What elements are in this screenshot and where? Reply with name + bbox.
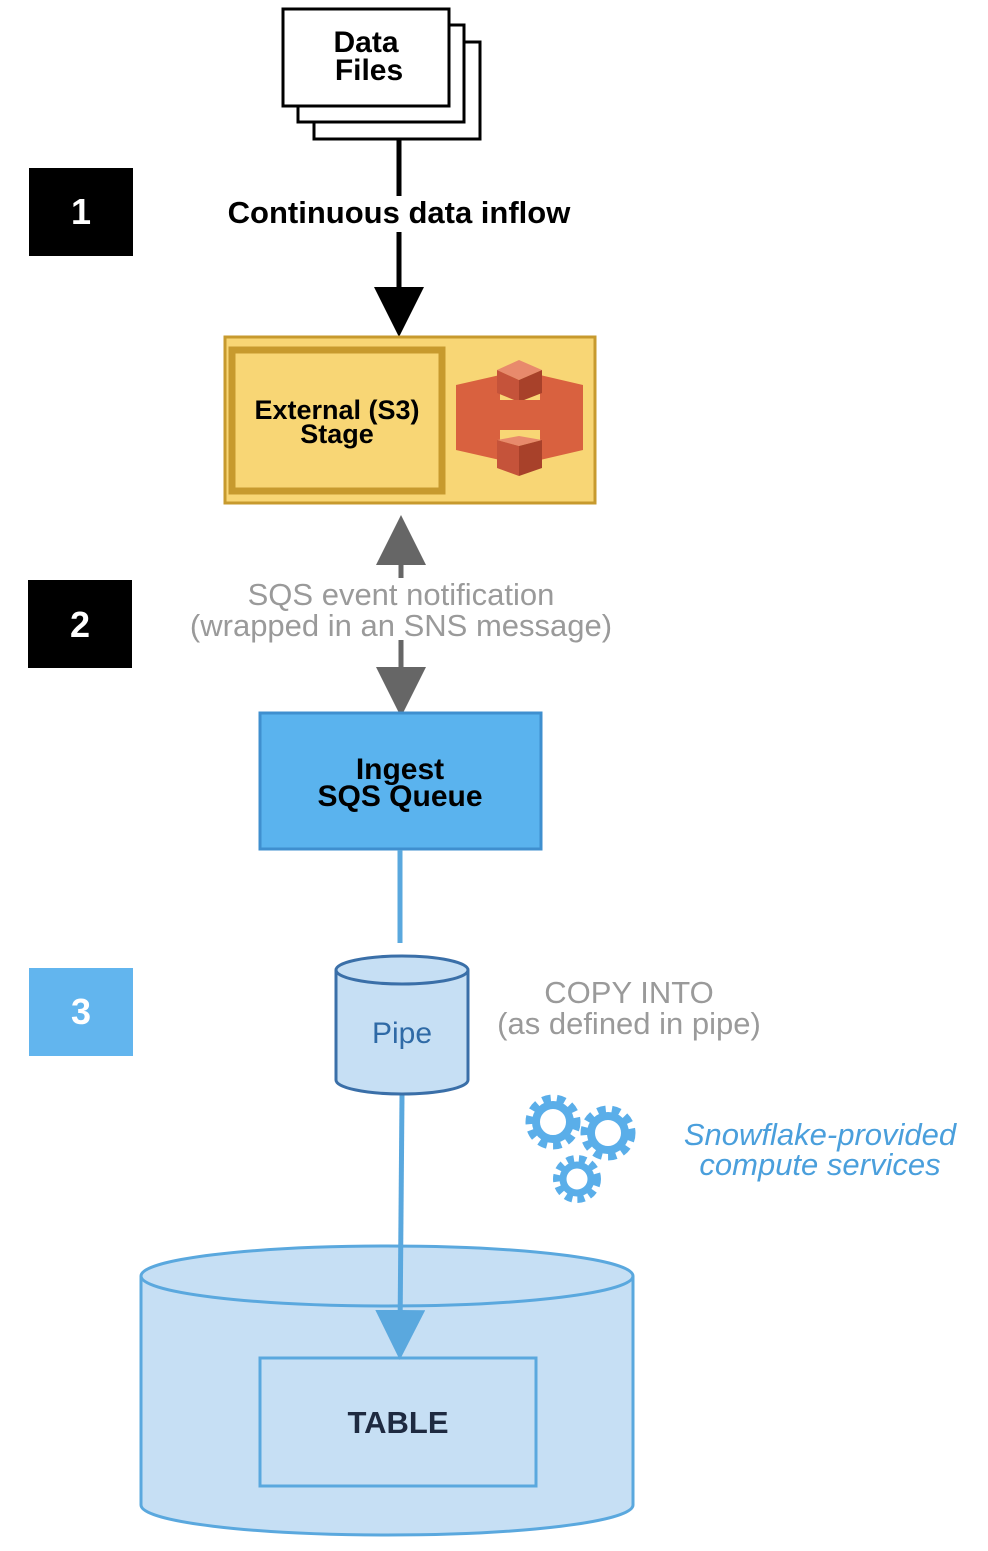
step-badge-1: 1: [29, 168, 133, 256]
table-label: TABLE: [347, 1405, 448, 1440]
pipe-label: Pipe: [372, 1017, 432, 1050]
copy-label-line1: COPY INTO: [544, 975, 713, 1010]
data-files-stack: Data Files: [281, 7, 482, 141]
notification-label-line1: SQS event notification: [248, 577, 555, 612]
inflow-label: Continuous data inflow: [228, 195, 572, 230]
pipe-to-table-arrow: [375, 1094, 426, 1360]
stage-label-line2: Stage: [300, 419, 374, 449]
copy-label-line2: (as defined in pipe): [497, 1006, 761, 1041]
external-stage: External (S3) Stage: [223, 335, 597, 505]
pipe-cylinder: Pipe: [334, 954, 470, 1096]
gears-icon: [525, 1094, 636, 1203]
compute-label-line1: Snowflake-provided: [684, 1117, 958, 1152]
queue-label-line1: Ingest: [356, 753, 444, 786]
step-number-2: 2: [70, 604, 90, 645]
data-files-label-line1: Data: [333, 26, 398, 59]
queue-label-line2: SQS Queue: [317, 780, 482, 813]
table-box: [258, 1356, 538, 1488]
notification-label-line2: (wrapped in an SNS message): [190, 608, 612, 643]
aws-s3-icon: [456, 360, 583, 476]
table-cylinder: TABLE: [139, 1244, 635, 1537]
step-number-1: 1: [71, 191, 91, 232]
ingest-sqs-queue: Ingest SQS Queue: [258, 711, 543, 851]
step-number-3: 3: [71, 991, 91, 1032]
data-files-label-line2: Files: [335, 54, 403, 87]
compute-label-line2: compute services: [699, 1147, 940, 1182]
stage-label-line1: External (S3): [254, 395, 419, 425]
step-badge-3: 3: [29, 968, 133, 1056]
step-badge-2: 2: [28, 580, 132, 668]
